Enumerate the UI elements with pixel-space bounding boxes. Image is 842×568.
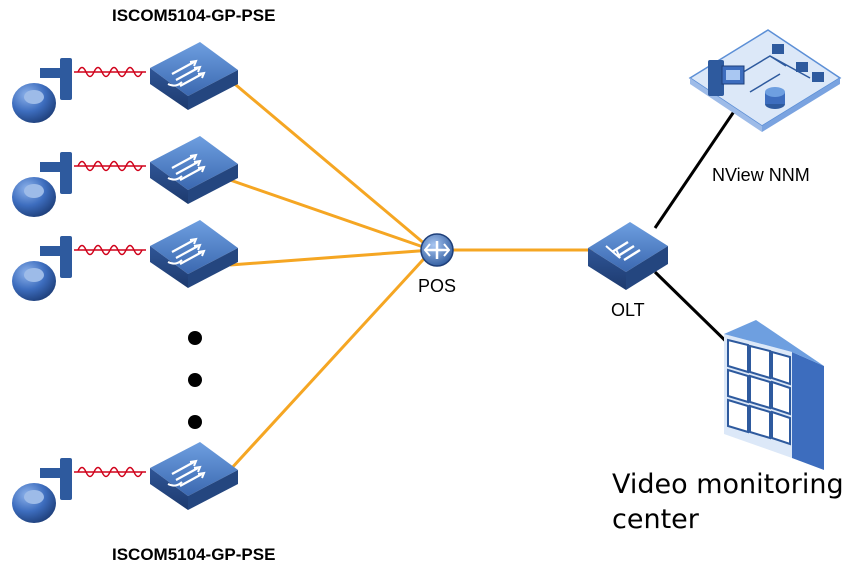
fiber-link-4: [228, 248, 434, 472]
network-management-icon: [688, 29, 842, 132]
fiber-link-1: [229, 78, 433, 252]
ethernet-link-nms: [653, 109, 737, 229]
ip-camera-icon: [12, 58, 72, 123]
device-row-2: [12, 136, 238, 217]
poe-switch-icon: [150, 136, 238, 204]
poe-switch-icon: [150, 442, 238, 510]
poe-coil-icon: [74, 160, 146, 172]
device-row-1: [12, 42, 238, 123]
poe-coil-icon: [74, 244, 146, 256]
switch-top-label: ISCOM5104-GP-PSE: [112, 6, 276, 25]
poe-coil-icon: [74, 66, 146, 78]
video-center-label-line1: Video monitoring: [612, 469, 842, 500]
ip-camera-icon: [12, 236, 72, 301]
ellipsis-dots: [188, 331, 202, 429]
video-wall-icon: [724, 320, 824, 470]
device-row-4: [12, 442, 238, 523]
poe-coil-icon: [74, 466, 146, 478]
video-center-label-line2: center: [612, 504, 699, 535]
switch-bottom-label: ISCOM5104-GP-PSE: [112, 545, 276, 564]
fiber-link-3: [229, 248, 433, 267]
pos-label: POS: [418, 276, 457, 296]
device-row-3: [12, 220, 238, 301]
poe-switch-icon: [150, 220, 238, 288]
olt-label: OLT: [611, 300, 645, 320]
olt-icon: [588, 222, 668, 290]
optical-splitter-icon: [420, 233, 454, 267]
nms-label: NView NNM: [712, 165, 810, 185]
ip-camera-icon: [12, 458, 72, 523]
ip-camera-icon: [12, 152, 72, 217]
fiber-link-2: [229, 178, 433, 252]
poe-switch-icon: [150, 42, 238, 110]
